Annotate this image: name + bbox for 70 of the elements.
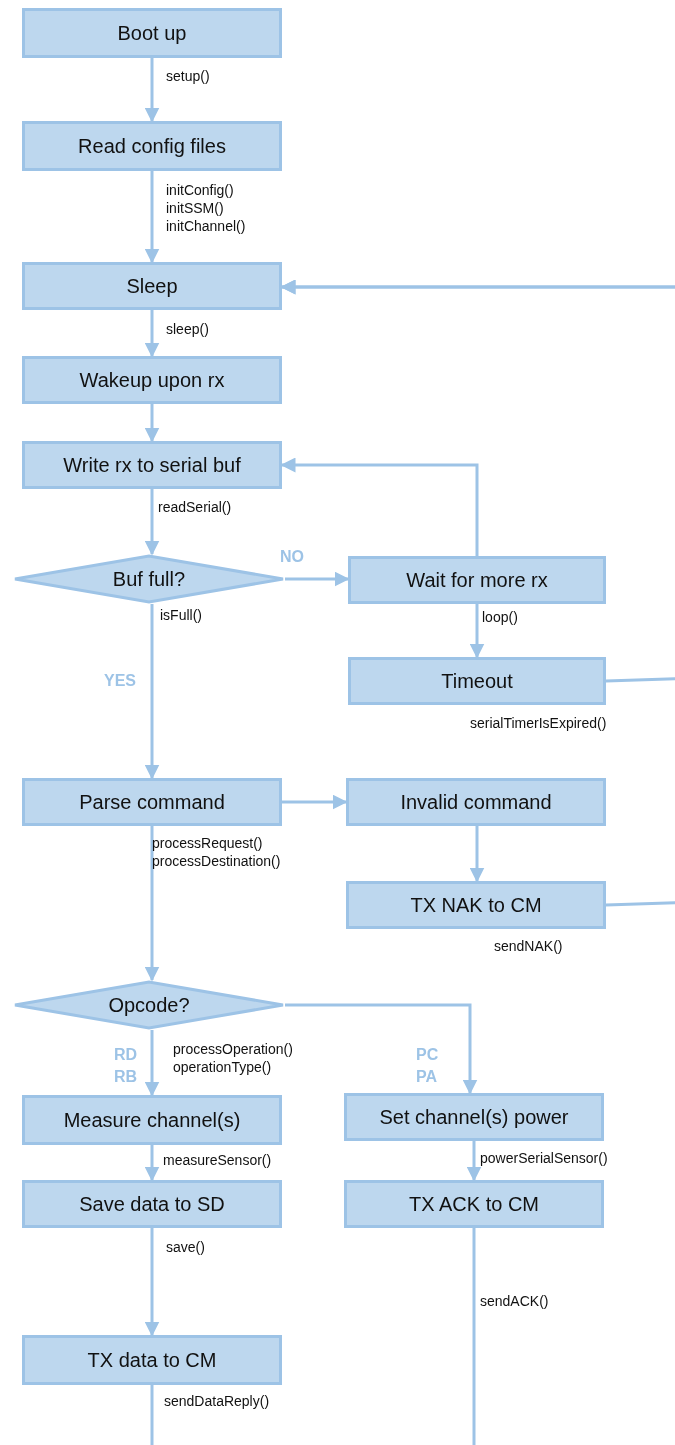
node-label: Wakeup upon rx xyxy=(79,368,225,392)
edge-label: measureSensor() xyxy=(163,1151,273,1169)
arrow xyxy=(144,404,160,443)
process-box xyxy=(22,121,282,171)
process-box xyxy=(22,1095,282,1145)
function-call-label: processOperation() operationType() xyxy=(173,1040,294,1076)
edge-label: processRequest() processDestination() xyxy=(152,834,282,870)
process-box xyxy=(348,657,606,705)
arrow xyxy=(144,826,160,982)
arrow xyxy=(466,1141,482,1182)
function-call-label: serialTimerIsExpired() xyxy=(470,714,608,732)
node-label: TX NAK to CM xyxy=(410,893,542,917)
edge-label: initConfig() initSSM() initChannel() xyxy=(166,181,247,235)
process-box xyxy=(22,441,282,489)
node-label: Set channel(s) power xyxy=(379,1105,569,1129)
node-label: Parse command xyxy=(79,790,225,814)
arrow xyxy=(144,604,160,780)
edge-label: setup() xyxy=(166,67,211,85)
arrow xyxy=(469,826,485,883)
node-label: Opcode? xyxy=(108,993,190,1017)
arrow xyxy=(144,310,160,358)
process-box xyxy=(348,556,606,604)
node-label: Boot up xyxy=(117,21,187,45)
node-label: Measure channel(s) xyxy=(63,1108,241,1132)
edge-label: PC PA xyxy=(416,1045,440,1087)
process-box xyxy=(344,1180,604,1228)
arrow xyxy=(144,1145,160,1182)
process-box xyxy=(344,1093,604,1141)
node-label: TX ACK to CM xyxy=(409,1192,539,1216)
edge-label: loop() xyxy=(482,608,519,626)
node-label: Sleep xyxy=(126,274,178,298)
arrow xyxy=(282,794,348,810)
edge-label: save() xyxy=(166,1238,206,1256)
function-call-label: sendNAK() xyxy=(494,937,564,955)
edge-label: NO xyxy=(280,547,305,567)
edge-label: sleep() xyxy=(166,320,210,338)
function-call-label: sendDataReply() xyxy=(164,1392,271,1410)
node-label: Save data to SD xyxy=(79,1192,225,1216)
edge-label: sendACK() xyxy=(480,1292,550,1310)
arrow xyxy=(280,279,675,907)
process-box xyxy=(22,1180,282,1228)
process-box xyxy=(22,356,282,404)
arrow xyxy=(144,58,160,123)
edge-label: readSerial() xyxy=(158,498,233,516)
arrow xyxy=(280,457,479,556)
node-label: Wait for more rx xyxy=(406,568,548,592)
node-label: Buf full? xyxy=(112,567,186,591)
arrow xyxy=(144,171,160,264)
process-box xyxy=(346,778,606,826)
node-label: Write rx to serial buf xyxy=(63,453,241,477)
arrow xyxy=(144,489,160,556)
arrow xyxy=(469,604,485,659)
arrow xyxy=(285,571,350,587)
edge-label: RD RB xyxy=(114,1045,139,1087)
node-label: Timeout xyxy=(441,669,513,693)
decision-diamond xyxy=(13,980,285,1030)
process-box xyxy=(346,881,606,929)
process-box xyxy=(22,778,282,826)
arrow xyxy=(144,1228,160,1337)
edge-label: YES xyxy=(104,671,137,691)
function-call-label: isFull() xyxy=(160,606,203,624)
arrow xyxy=(144,1030,160,1097)
process-box xyxy=(22,262,282,310)
process-box xyxy=(22,8,282,58)
node-label: Invalid command xyxy=(400,790,552,814)
node-label: Read config files xyxy=(78,134,226,158)
node-label: TX data to CM xyxy=(87,1348,217,1372)
arrow xyxy=(285,1003,478,1095)
edge-label: powerSerialSensor() xyxy=(480,1149,609,1167)
process-box xyxy=(22,1335,282,1385)
